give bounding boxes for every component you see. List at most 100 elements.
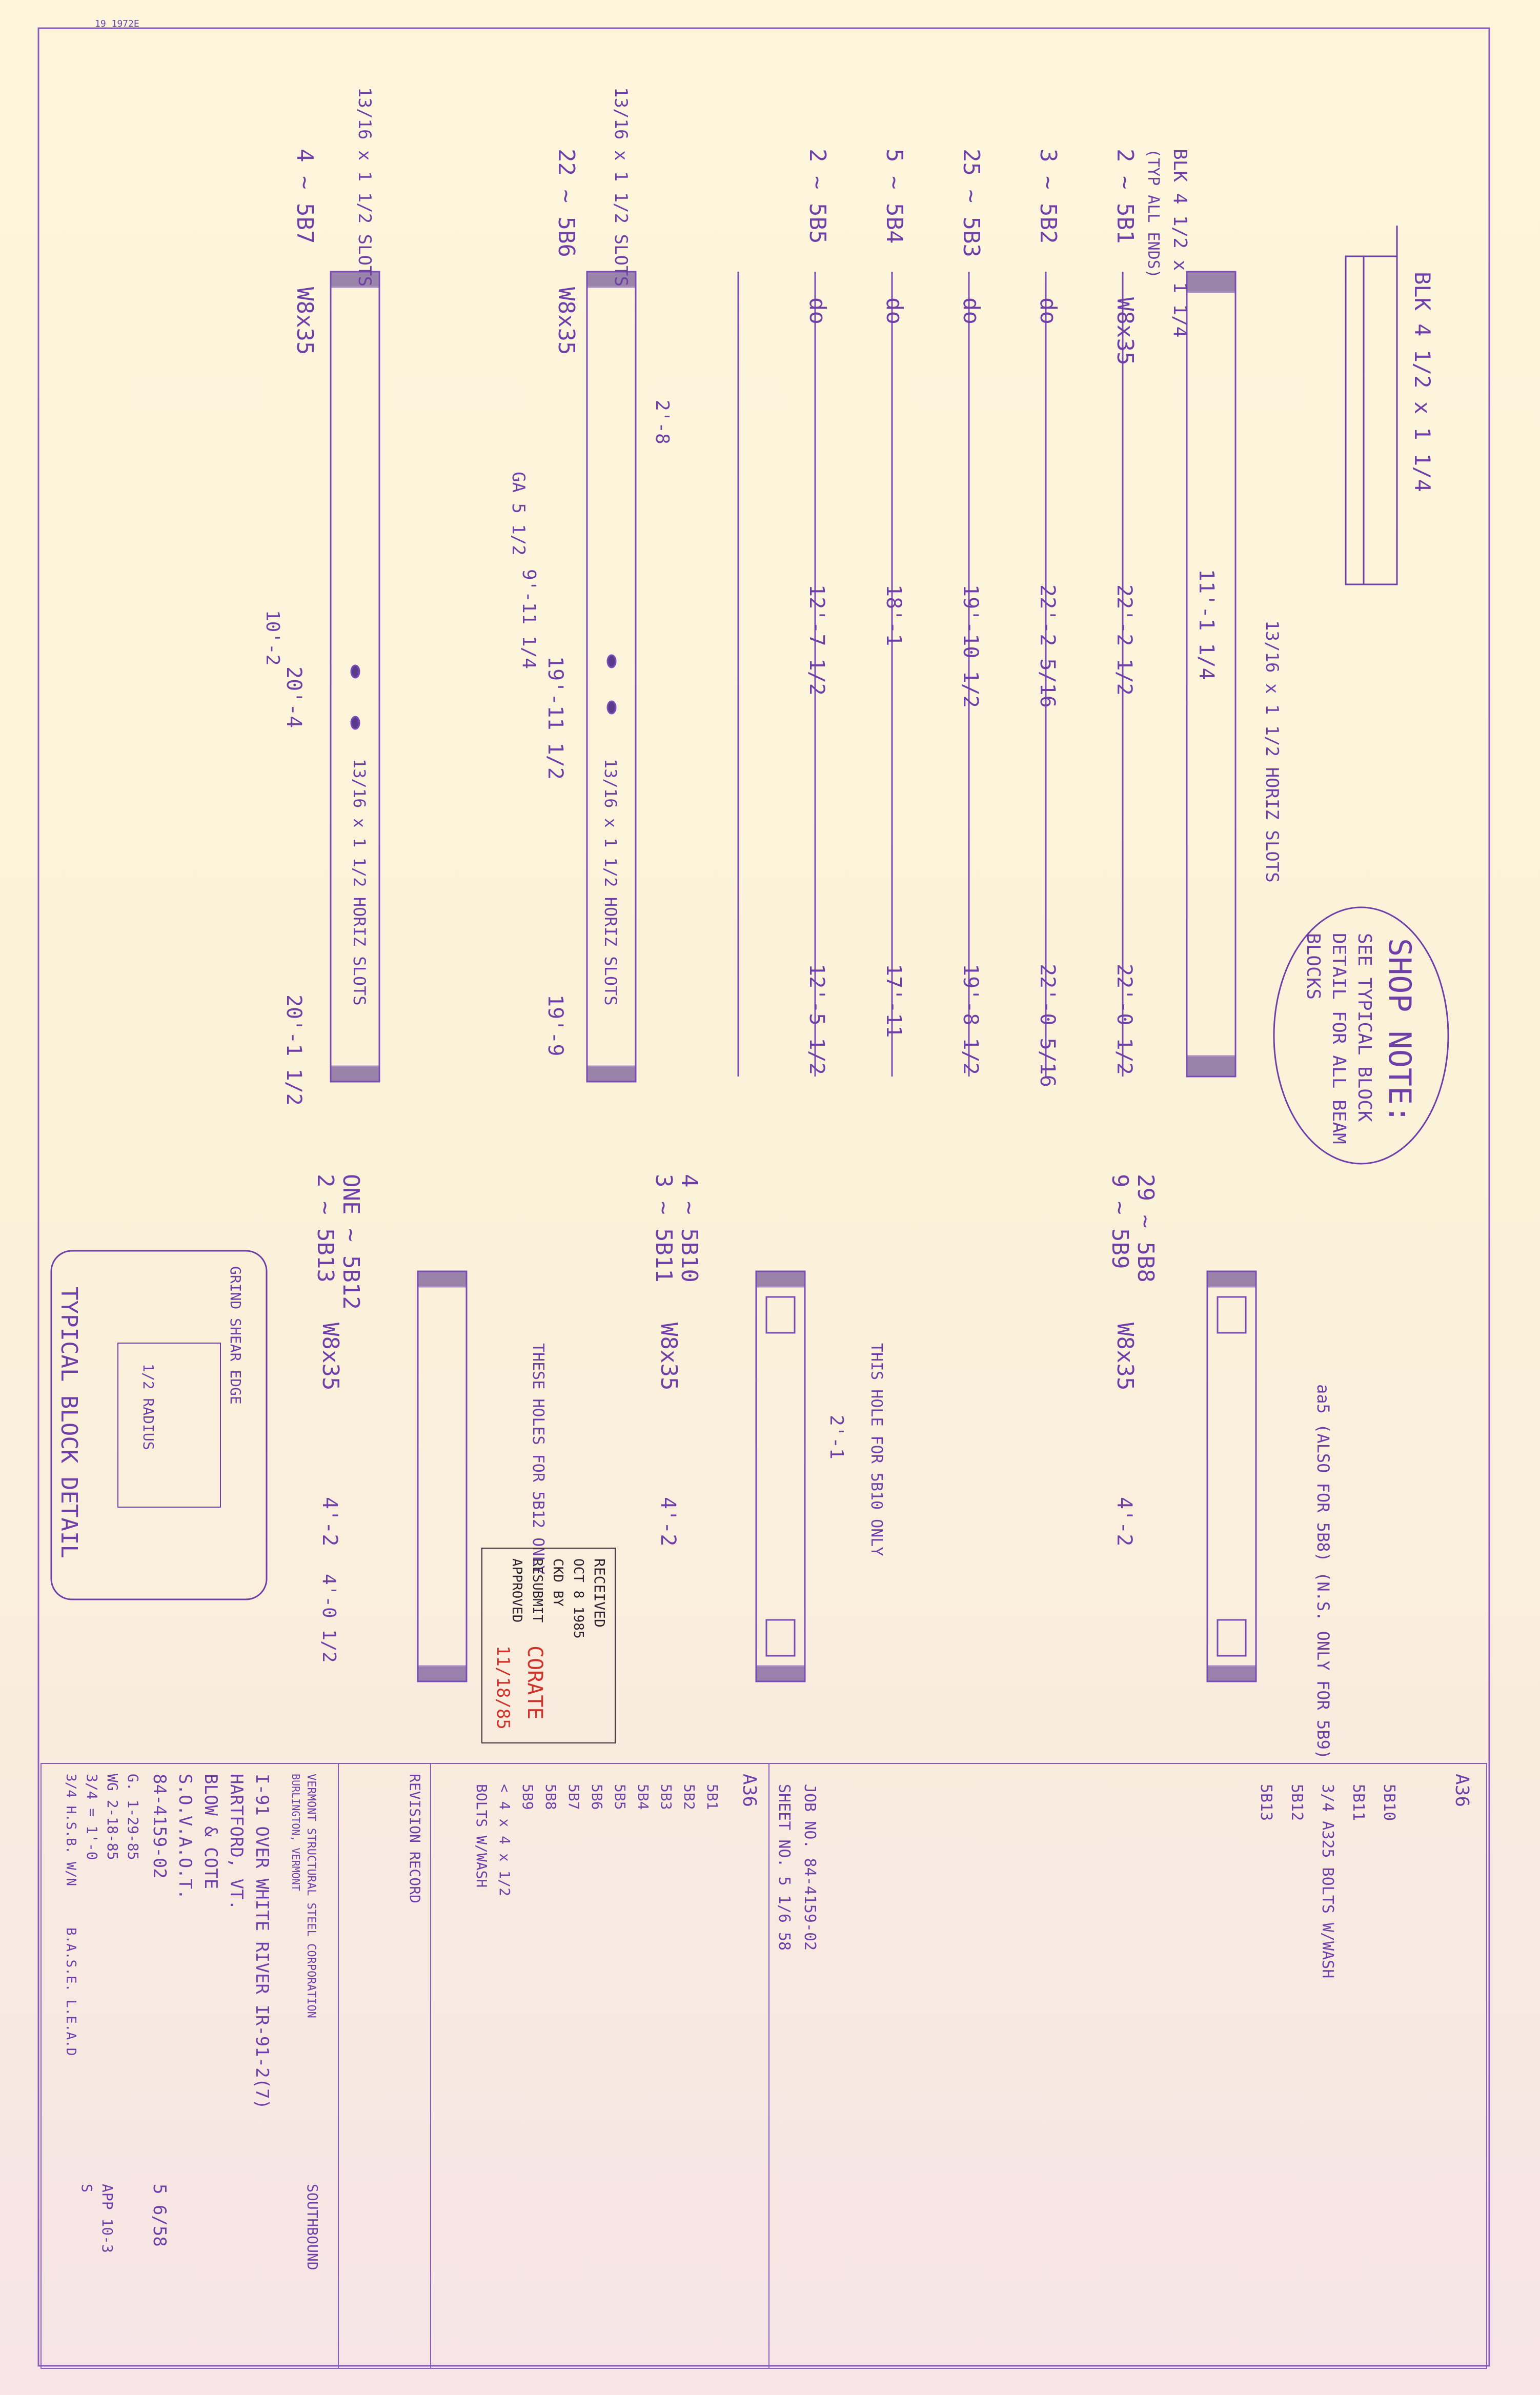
bl-row-1: 5B1 bbox=[704, 1784, 721, 1810]
bill-right-grade: A36 bbox=[1451, 1774, 1472, 1807]
slot-label-b: 13/16 x 1 1/2 SLOTS bbox=[611, 87, 631, 287]
slot-label-d: 13/16 x 1 1/2 HORIZ SLOTS bbox=[350, 759, 369, 1006]
short-section-3: W8x35 bbox=[317, 1323, 343, 1390]
short-len-1: 4'-2 bbox=[1112, 1497, 1136, 1546]
beam-section-7: W8x35 bbox=[292, 287, 318, 355]
stamp-mark-date: 11/18/85 bbox=[493, 1646, 513, 1730]
beam-len-6: 19'-11 1/2 bbox=[543, 656, 567, 780]
slot-label-a: 13/16 x 1 1/2 SLOTS bbox=[354, 87, 375, 287]
shop-note-l3: BLOCKS bbox=[1303, 933, 1324, 1000]
company-city: BURLINGTON, VERMONT bbox=[290, 1774, 302, 1891]
rotated-drawing: BLK 4 1/2 x 1 1/4 2 ~ 5B1 W8x35 22'-2 1/… bbox=[40, 87, 1487, 2369]
tb-architect: S.O.V.A.O.T. bbox=[175, 1774, 195, 1900]
beam-mark-7: 4 ~ 5B7 bbox=[292, 149, 318, 243]
tb-drawn: G. 1-29-85 bbox=[125, 1774, 141, 1860]
stamp-signer: CORATE bbox=[523, 1646, 546, 1720]
stamp-approved: APPROVED bbox=[509, 1558, 524, 1622]
sheet-border bbox=[37, 27, 1490, 2367]
beam-len-2b: 22'-0 5/16 bbox=[1036, 964, 1059, 1087]
beam-len-5: 12'-7 1/2 bbox=[805, 584, 828, 696]
revision-record: REVISION RECORD bbox=[407, 1774, 423, 1903]
holes-5b12: THESE HOLES FOR 5B12 ONLY bbox=[529, 1343, 547, 1575]
beam-section-5: do bbox=[804, 297, 830, 324]
dim-10-2: 10'-2 bbox=[262, 610, 283, 665]
short-len-3: 4'-2 bbox=[318, 1497, 341, 1546]
br-row-1: 5B10 bbox=[1380, 1784, 1398, 1821]
dim-4-0: 4'-0 1/2 bbox=[318, 1574, 339, 1662]
beam-mark-1: 2 ~ 5B1 bbox=[1112, 149, 1138, 243]
dim-11-1-4: 11'-1 1/4 bbox=[1194, 569, 1218, 680]
beam-len-1: 22'-2 1/2 bbox=[1112, 584, 1136, 696]
tb-notes-a: 3/4 H.S.B. W/N bbox=[63, 1774, 78, 1886]
short-mark-3b: 2 ~ 5B13 bbox=[312, 1174, 338, 1283]
beam-len-4b: 17'-11 bbox=[882, 964, 905, 1038]
block-detail-top bbox=[1345, 226, 1398, 585]
holes-5b10: THIS HOLE FOR 5B10 ONLY bbox=[867, 1343, 885, 1556]
bl-row-9: 5B9 bbox=[519, 1784, 536, 1810]
short-beam-5b12 bbox=[417, 1270, 468, 1682]
grind-shear: GRIND SHEAR EDGE bbox=[227, 1266, 244, 1405]
tb-notes-b: B.A.S.E. L.E.A.D bbox=[63, 1927, 78, 2056]
tb-checked: WG 2-18-85 bbox=[104, 1774, 121, 1860]
contract: SOUTHBOUND bbox=[304, 2184, 321, 2270]
beam-len-2: 22'-2 5/16 bbox=[1036, 584, 1059, 708]
bl-row-6: 5B6 bbox=[589, 1784, 605, 1810]
beam-len-7: 20'-4 bbox=[282, 666, 306, 728]
bl-row-5: 5B5 bbox=[612, 1784, 629, 1810]
tb-order: 84-4159-02 bbox=[149, 1774, 170, 1879]
stamp-ckd: CKD BY bbox=[550, 1558, 565, 1607]
tb-project: I-91 OVER WHITE RIVER IR-91-2(7) bbox=[252, 1774, 272, 2109]
tb-app: APP 10-3 bbox=[99, 2184, 116, 2253]
slot-label-c: 13/16 x 1 1/2 HORIZ SLOTS bbox=[601, 759, 620, 1006]
beam-section-3: do bbox=[958, 297, 984, 324]
bl-row-8: 5B8 bbox=[542, 1784, 559, 1810]
shop-note-l1: SEE TYPICAL BLOCK bbox=[1354, 933, 1375, 1122]
beam-mark-2: 3 ~ 5B2 bbox=[1035, 149, 1061, 243]
short-mark-1: 29 ~ 5B8 bbox=[1132, 1174, 1159, 1283]
beam-section-2: do bbox=[1035, 297, 1061, 324]
title-block bbox=[40, 1763, 339, 2369]
beam-len-1b: 22'-0 1/2 bbox=[1112, 964, 1136, 1075]
radius-label: 1/2 RADIUS bbox=[140, 1364, 157, 1450]
bl-row-2: 5B2 bbox=[681, 1784, 698, 1810]
bill-left-grade: A36 bbox=[739, 1774, 760, 1807]
short-section-1: W8x35 bbox=[1112, 1323, 1138, 1390]
received-stamp bbox=[481, 1548, 616, 1743]
bl-row-4: 5B4 bbox=[635, 1784, 652, 1810]
tb-scale: 3/4 = 1'-0 bbox=[84, 1774, 100, 1860]
stamp-received: RECEIVED bbox=[591, 1558, 608, 1628]
beam-len-4: 18'-1 bbox=[882, 584, 905, 646]
br-job: JOB NO. 84-4159-02 bbox=[801, 1784, 819, 1951]
dim-2-8: 2'-8 bbox=[652, 400, 673, 444]
holes-5b8: aa5 (ALSO FOR 5B8) (N.S. ONLY FOR 5B9) bbox=[1313, 1384, 1333, 1759]
company-name: VERMONT STRUCTURAL STEEL CORPORATION bbox=[305, 1774, 317, 2018]
br-row-5: 5B13 bbox=[1257, 1784, 1275, 1821]
typ-all-ends: (TYP ALL ENDS) bbox=[1144, 149, 1162, 278]
short-mark-2: 4 ~ 5B10 bbox=[676, 1174, 702, 1283]
short-mark-3: ONE ~ 5B12 bbox=[338, 1174, 364, 1310]
beam-len-5b: 12'-5 1/2 bbox=[805, 964, 828, 1075]
short-beam-5b10 bbox=[755, 1270, 806, 1682]
beam-mark-3: 25 ~ 5B3 bbox=[958, 149, 984, 257]
dim-2-1: 2'-1 bbox=[826, 1415, 847, 1459]
beam-section-1: W8x35 bbox=[1112, 297, 1138, 365]
tb-location: HARTFORD, VT. bbox=[226, 1774, 247, 1910]
shop-note-l2: DETAIL FOR ALL BEAM bbox=[1328, 933, 1349, 1144]
beam-section-4: do bbox=[881, 297, 907, 324]
br-row-3: 3/4 A325 BOLTS W/WASH bbox=[1319, 1784, 1336, 1978]
block-top-dim: BLK 4 1/2 x 1 1/4 bbox=[1410, 272, 1435, 492]
corner-tag: 19 1972E bbox=[95, 18, 139, 29]
beam-len-7b: 20'-1 1/2 bbox=[282, 994, 306, 1106]
beam-mark-4: 5 ~ 5B4 bbox=[881, 149, 907, 243]
shop-note-bubble bbox=[1273, 906, 1449, 1165]
beam-mark-6: 22 ~ 5B6 bbox=[553, 149, 579, 257]
slot-label-top: 13/16 x 1 1/2 HORIZ SLOTS bbox=[1262, 620, 1282, 883]
short-mark-2b: 3 ~ 5B11 bbox=[651, 1174, 677, 1283]
blk-label: BLK 4 1/2 x 1 1/4 bbox=[1169, 149, 1190, 337]
br-sheet: SHEET NO. 5 1/6 58 bbox=[775, 1784, 793, 1951]
dim-9-11: 9'-11 1/4 bbox=[518, 569, 539, 669]
beam-5b7 bbox=[330, 271, 380, 1083]
tb-customer: BLOW & COTE bbox=[200, 1774, 221, 1889]
